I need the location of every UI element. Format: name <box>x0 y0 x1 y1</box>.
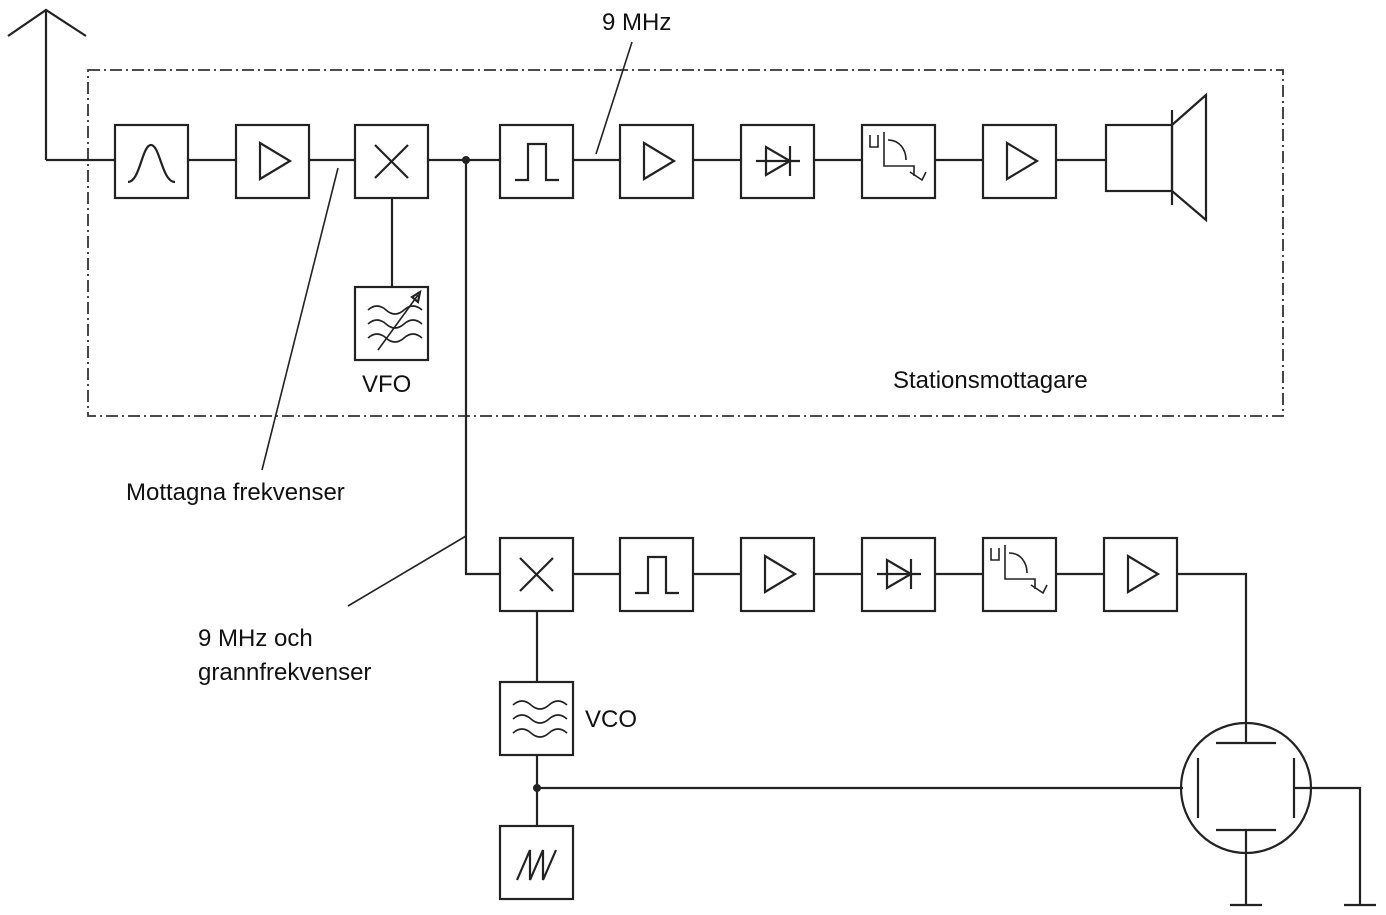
agc-block <box>860 123 937 200</box>
bandpass-filter-block <box>113 123 190 200</box>
amplifier-2-block <box>1102 536 1179 613</box>
loudspeaker-symbol <box>1104 92 1208 223</box>
if-amplifier-2-block <box>739 536 816 613</box>
neighbor-frequencies-label-line1: 9 MHz och <box>198 625 313 652</box>
vco-block <box>498 680 575 757</box>
audio-amplifier-block <box>981 123 1058 200</box>
if-filter-2-block <box>618 536 695 613</box>
if-amplifier-block <box>618 123 695 200</box>
top-signal-wires <box>46 158 1106 287</box>
vfo-label: VFO <box>362 371 411 398</box>
detector-block <box>739 123 816 200</box>
if-frequency-label: 9 MHz <box>602 9 671 36</box>
bottom-signal-wires <box>533 572 1248 826</box>
antenna-symbol <box>7 8 87 160</box>
vco-label: VCO <box>585 706 637 733</box>
station-receiver-enclosure <box>87 69 1284 417</box>
station-receiver-label: Stationsmottagare <box>893 367 1088 394</box>
detector-2-block <box>860 536 937 613</box>
if-filter-block <box>498 123 575 200</box>
mixer-block <box>353 123 430 200</box>
crt-display-symbol <box>1179 721 1376 907</box>
pointer-lines <box>261 41 633 607</box>
agc-2-block <box>981 536 1058 613</box>
vfo-block <box>353 285 430 362</box>
sawtooth-generator-block <box>498 824 575 901</box>
received-frequencies-label: Mottagna frekvenser <box>126 479 345 506</box>
branch-wire <box>462 156 500 576</box>
neighbor-frequencies-label-line2: grannfrekvenser <box>198 659 371 686</box>
mixer-2-block <box>498 536 575 613</box>
rf-amplifier-block <box>234 123 311 200</box>
